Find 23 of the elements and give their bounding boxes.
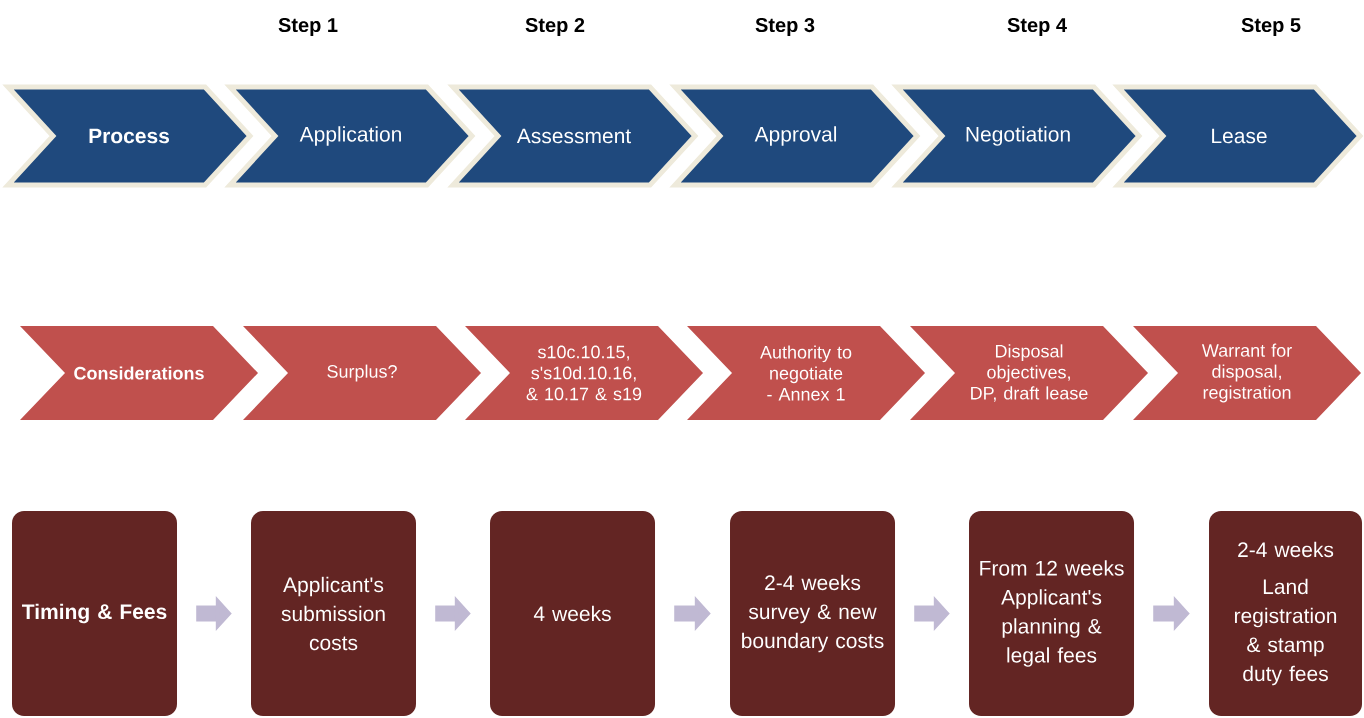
process-step: Assessment bbox=[447, 84, 699, 188]
process-step: Authority to negotiate - Annex 1 bbox=[687, 326, 925, 420]
process-step: Disposal objectives, DP, draft lease bbox=[910, 326, 1148, 420]
process-step: Lease bbox=[1112, 84, 1364, 188]
rounded-box: 2-4 weeks survey & new boundary costs bbox=[730, 511, 895, 716]
process-step: Process bbox=[2, 84, 254, 188]
rounded-box: 2-4 weeks Land registration & stamp duty fees bbox=[1209, 511, 1362, 716]
process-step: Considerations bbox=[20, 326, 258, 420]
process-step: Approval bbox=[669, 84, 921, 188]
step-label: Step 3 bbox=[755, 17, 815, 37]
process-step: Application bbox=[224, 84, 476, 188]
process-step: Surplus? bbox=[243, 326, 481, 420]
step-label: Step 1 bbox=[278, 17, 338, 37]
step-label: Step 2 bbox=[525, 17, 585, 37]
rounded-box: From 12 weeks Applicant's planning & legal fees bbox=[969, 511, 1134, 716]
rounded-box: 4 weeks bbox=[490, 511, 655, 716]
step-label: Step 4 bbox=[1007, 17, 1067, 37]
process-step: Negotiation bbox=[891, 84, 1143, 188]
rounded-box: Timing & Fees bbox=[12, 511, 177, 716]
rounded-box: Applicant's submission costs bbox=[251, 511, 416, 716]
process-step: Warrant for disposal, registration bbox=[1133, 326, 1361, 420]
step-label: Step 5 bbox=[1241, 17, 1301, 37]
process-step: s10c.10.15, s's10d.10.16, & 10.17 & s19 bbox=[465, 326, 703, 420]
